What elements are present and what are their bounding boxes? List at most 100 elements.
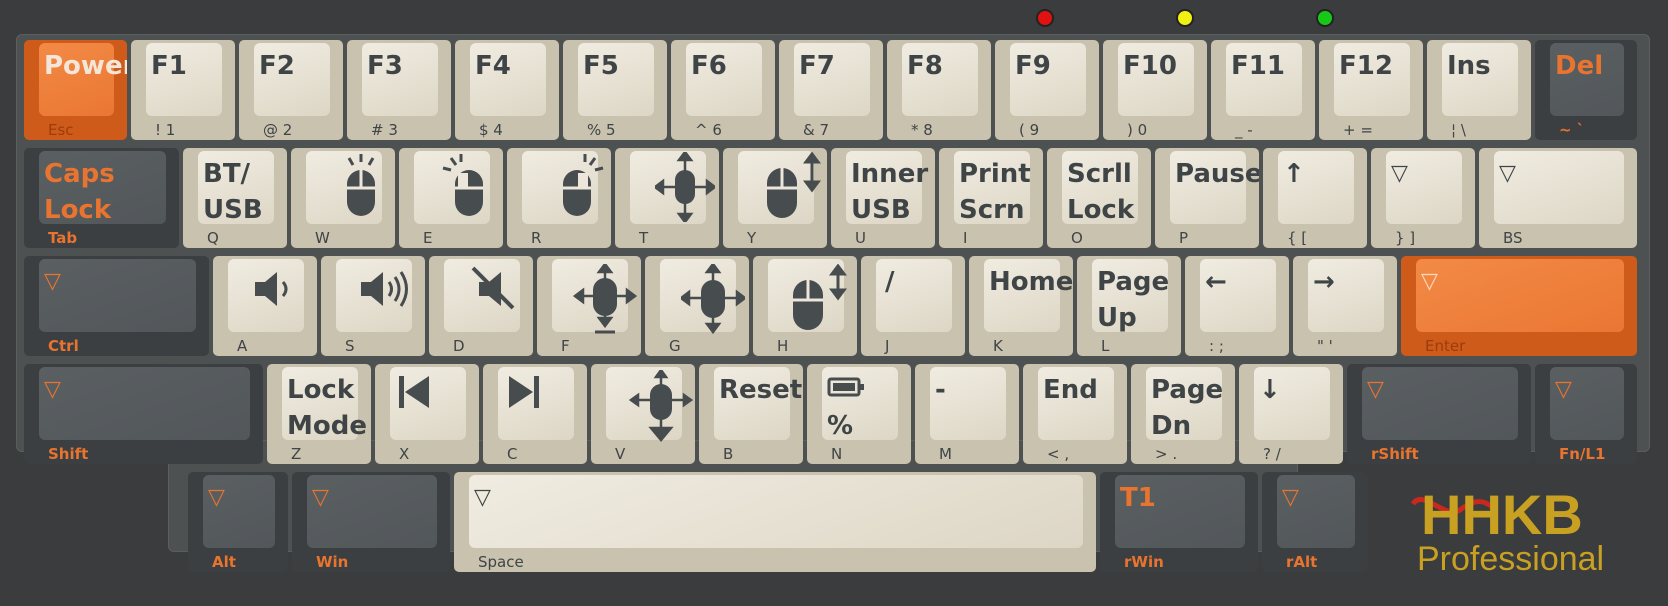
key-sublegend: rAlt bbox=[1286, 553, 1318, 571]
key-enter[interactable]: ▽Enter bbox=[1401, 256, 1637, 356]
key-legend: → bbox=[1313, 267, 1335, 297]
key-n[interactable]: %N bbox=[807, 364, 911, 464]
key-comma[interactable]: End< , bbox=[1023, 364, 1127, 464]
key-legend: F9 bbox=[1015, 51, 1051, 81]
hhkb-logo: HHKB Professional bbox=[1405, 480, 1635, 580]
key-f7[interactable]: F7& 7 bbox=[779, 40, 883, 140]
key-f8[interactable]: F8* 8 bbox=[887, 40, 991, 140]
key-f2[interactable]: F2@ 2 bbox=[239, 40, 343, 140]
mouse-scroll-icon bbox=[757, 151, 827, 226]
key-f12[interactable]: F12 + = bbox=[1319, 40, 1423, 140]
key-c[interactable]: C bbox=[483, 364, 587, 464]
keycap-top bbox=[1442, 43, 1518, 116]
key-sublegend: Enter bbox=[1425, 337, 1466, 355]
key-shift[interactable]: ▽Shift bbox=[24, 364, 263, 464]
keycap-top bbox=[954, 151, 1030, 224]
key-f[interactable]: F bbox=[537, 256, 641, 356]
key-fn[interactable]: ▽Fn/L1 bbox=[1535, 364, 1637, 464]
key-j[interactable]: /J bbox=[861, 256, 965, 356]
keycap-top bbox=[846, 151, 922, 224]
key-f9[interactable]: F9( 9 bbox=[995, 40, 1099, 140]
keycap-top bbox=[198, 151, 274, 224]
key-sublegend: C bbox=[507, 445, 518, 463]
key-space[interactable]: ▽Space bbox=[454, 472, 1096, 572]
key-legend: ▽ bbox=[1367, 377, 1384, 402]
key-f10[interactable]: F10) 0 bbox=[1103, 40, 1207, 140]
key-f4[interactable]: F4$ 4 bbox=[455, 40, 559, 140]
key-legend: ← bbox=[1205, 267, 1227, 297]
keycap-top bbox=[1494, 151, 1624, 224]
key-s[interactable]: S bbox=[321, 256, 425, 356]
key-legend: F12 bbox=[1339, 51, 1393, 81]
key-legend: Del bbox=[1555, 51, 1604, 81]
key-sublegend: N bbox=[831, 445, 843, 463]
keycap-top bbox=[984, 259, 1060, 332]
key-quote[interactable]: →" ' bbox=[1293, 256, 1397, 356]
key-y[interactable]: Y bbox=[723, 148, 827, 248]
key-f3[interactable]: F3# 3 bbox=[347, 40, 451, 140]
key-sublegend: R bbox=[531, 229, 542, 247]
key-rshift[interactable]: ▽rShift bbox=[1347, 364, 1531, 464]
key-slash[interactable]: ↓? / bbox=[1239, 364, 1343, 464]
key-f6[interactable]: F6^ 6 bbox=[671, 40, 775, 140]
key-legend: - bbox=[935, 375, 946, 405]
key-legend: Lock Mode bbox=[287, 375, 367, 441]
key-rbracket[interactable]: ▽} ] bbox=[1371, 148, 1475, 248]
key-legend: Home bbox=[989, 267, 1073, 297]
key-r[interactable]: R bbox=[507, 148, 611, 248]
key-legend: % bbox=[827, 411, 854, 441]
key-alt[interactable]: ▽Alt bbox=[188, 472, 288, 572]
key-bs[interactable]: ▽BS bbox=[1479, 148, 1637, 248]
key-ctrl[interactable]: ▽Ctrl bbox=[24, 256, 209, 356]
key-sublegend: I bbox=[963, 229, 968, 247]
key-d[interactable]: D bbox=[429, 256, 533, 356]
key-v[interactable]: V bbox=[591, 364, 695, 464]
key-legend: Reset bbox=[719, 375, 803, 405]
key-lbracket[interactable]: ↑{ [ bbox=[1263, 148, 1367, 248]
key-g[interactable]: G bbox=[645, 256, 749, 356]
key-t[interactable]: T bbox=[615, 148, 719, 248]
key-win[interactable]: ▽Win bbox=[292, 472, 450, 572]
key-f5[interactable]: F5% 5 bbox=[563, 40, 667, 140]
mouse-right-click-icon bbox=[547, 152, 607, 226]
key-a[interactable]: A bbox=[213, 256, 317, 356]
key-m[interactable]: -M bbox=[915, 364, 1019, 464]
key-ralt[interactable]: ▽rAlt bbox=[1262, 472, 1368, 572]
key-sublegend: @ 2 bbox=[263, 121, 293, 139]
key-x[interactable]: X bbox=[375, 364, 479, 464]
previous-track-icon bbox=[395, 372, 435, 416]
key-legend: End bbox=[1043, 375, 1098, 405]
key-period[interactable]: Page Dn> . bbox=[1131, 364, 1235, 464]
key-sublegend: } ] bbox=[1395, 229, 1416, 247]
key-h[interactable]: H bbox=[753, 256, 857, 356]
key-sublegend: Ctrl bbox=[48, 337, 79, 355]
key-e[interactable]: E bbox=[399, 148, 503, 248]
key-f1[interactable]: F1! 1 bbox=[131, 40, 235, 140]
key-legend: ▽ bbox=[44, 377, 61, 402]
key-sublegend: rWin bbox=[1124, 553, 1164, 571]
key-sublegend: + = bbox=[1343, 121, 1373, 139]
key-f11[interactable]: F11_ - bbox=[1211, 40, 1315, 140]
key-sublegend: F bbox=[561, 337, 570, 355]
battery-icon bbox=[827, 376, 867, 402]
key-w[interactable]: W bbox=[291, 148, 395, 248]
next-track-icon bbox=[503, 372, 543, 416]
keycap-top bbox=[39, 259, 196, 332]
key-ins[interactable]: Ins¦ \ bbox=[1427, 40, 1531, 140]
key-del[interactable]: Del~ ` bbox=[1535, 40, 1637, 140]
key-sublegend: Space bbox=[478, 553, 524, 571]
key-semicolon[interactable]: ←: ; bbox=[1185, 256, 1289, 356]
